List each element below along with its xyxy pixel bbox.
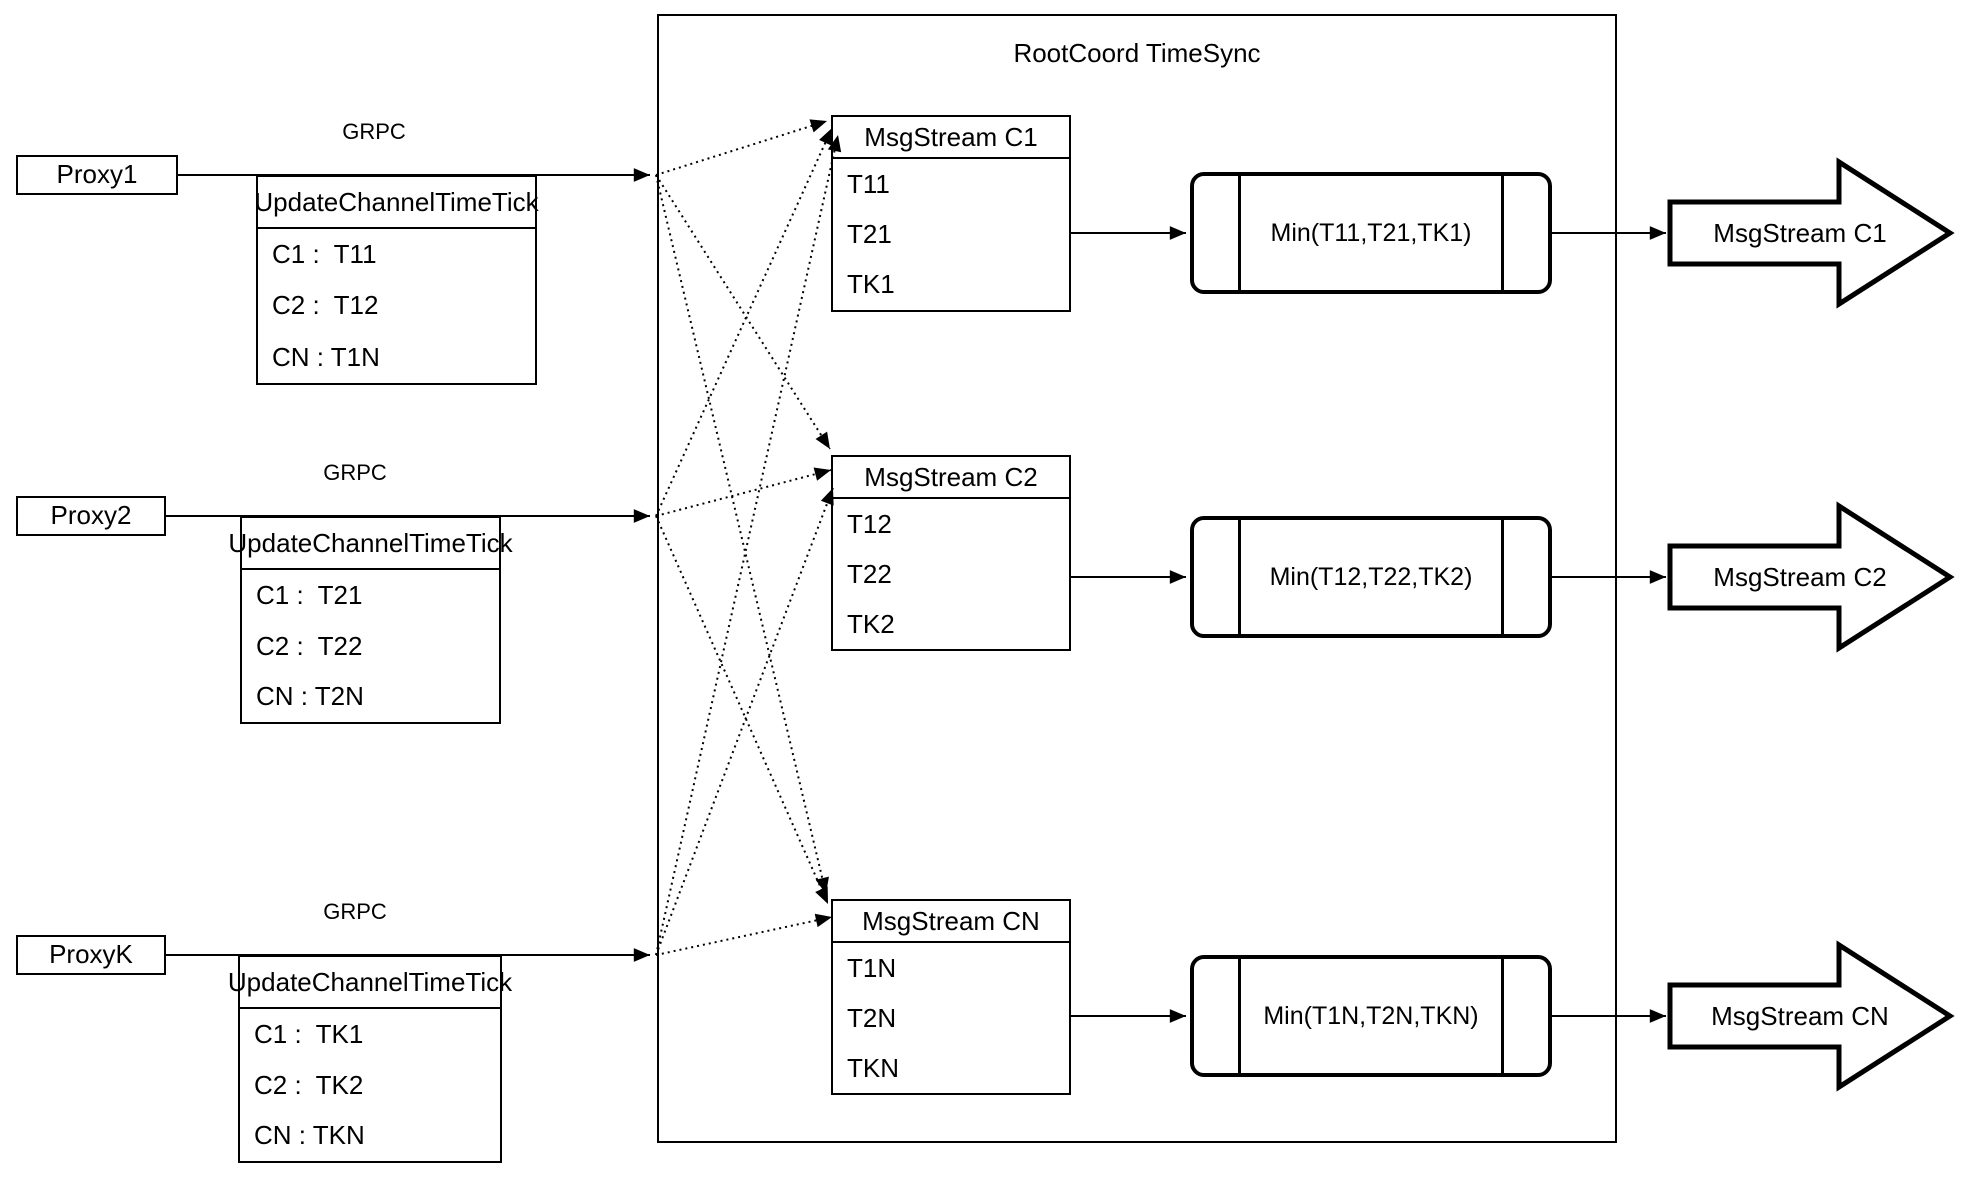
proxy2-box: Proxy2	[16, 496, 166, 536]
table-row: C1 : T21	[256, 579, 363, 610]
min-node-left-divider	[1238, 959, 1241, 1073]
proxy1-box: Proxy1	[16, 155, 178, 195]
table-row: CN : TKN	[254, 1120, 365, 1151]
min-node-label: Min(T12,T22,TK2)	[1269, 562, 1473, 591]
rootcoord-timesync-title: RootCoord TimeSync	[1013, 38, 1261, 68]
update-channel-timetick-table-1: UpdateChannelTimeTick C1 : T11 C2 : T12 …	[254, 175, 539, 385]
min-node-2: Min(T12,T22,TK2)	[1190, 516, 1552, 638]
table-row: C2 : T22	[256, 630, 363, 661]
table-row: T11	[847, 168, 890, 199]
min-node-right-divider	[1501, 520, 1504, 634]
min-node-label: Min(T11,T21,TK1)	[1270, 218, 1472, 247]
table-row: CN : T2N	[256, 681, 364, 712]
table-header: MsgStream C1	[833, 117, 1069, 159]
msgstream-c2-table: MsgStream C2 T12 T22 TK2	[831, 455, 1071, 651]
table-row: T21	[847, 218, 892, 249]
table-header: UpdateChannelTimeTick	[228, 518, 513, 570]
table-row: T12	[847, 508, 892, 539]
table-header: MsgStream C2	[833, 457, 1069, 499]
msgstream-c2-out-arrow-label: MsgStream C2	[1713, 561, 1887, 592]
table-row: T22	[847, 558, 892, 589]
table-header: UpdateChannelTimeTick	[254, 177, 539, 229]
table-header: MsgStream CN	[833, 901, 1069, 943]
msgstream-c1-table: MsgStream C1 T11 T21 TK1	[831, 115, 1071, 312]
table-row: T2N	[847, 1002, 897, 1033]
min-node-right-divider	[1501, 959, 1504, 1073]
table-row: C2 : T12	[272, 290, 379, 321]
table-row: T1N	[847, 952, 897, 983]
table-row: TK2	[847, 608, 895, 639]
table-row: C1 : TK1	[254, 1018, 364, 1049]
update-channel-timetick-table-3: UpdateChannelTimeTick C1 : TK1 C2 : TK2 …	[228, 955, 512, 1163]
proxyk-box: ProxyK	[16, 935, 166, 975]
table-row: CN : T1N	[272, 341, 380, 372]
min-node-left-divider	[1238, 520, 1241, 634]
min-node-1: Min(T11,T21,TK1)	[1190, 172, 1552, 294]
min-node-right-divider	[1501, 176, 1504, 290]
min-node-label: Min(T1N,T2N,TKN)	[1263, 1001, 1479, 1030]
grpc-label-2: GRPC	[323, 460, 387, 485]
msgstream-cn-table: MsgStream CN T1N T2N TKN	[831, 899, 1071, 1095]
table-row: TKN	[847, 1052, 899, 1083]
table-header: UpdateChannelTimeTick	[228, 957, 512, 1009]
table-row: C1 : T11	[272, 239, 377, 270]
min-node-3: Min(T1N,T2N,TKN)	[1190, 955, 1552, 1077]
min-node-left-divider	[1238, 176, 1241, 290]
msgstream-cn-out-arrow-label: MsgStream CN	[1711, 1000, 1889, 1031]
msgstream-c1-out-arrow-label: MsgStream C1	[1713, 217, 1887, 248]
grpc-label-1: GRPC	[342, 119, 406, 144]
grpc-label-3: GRPC	[323, 899, 387, 924]
update-channel-timetick-table-2: UpdateChannelTimeTick C1 : T21 C2 : T22 …	[228, 516, 513, 724]
table-row: TK1	[847, 269, 895, 300]
table-row: C2 : TK2	[254, 1069, 364, 1100]
